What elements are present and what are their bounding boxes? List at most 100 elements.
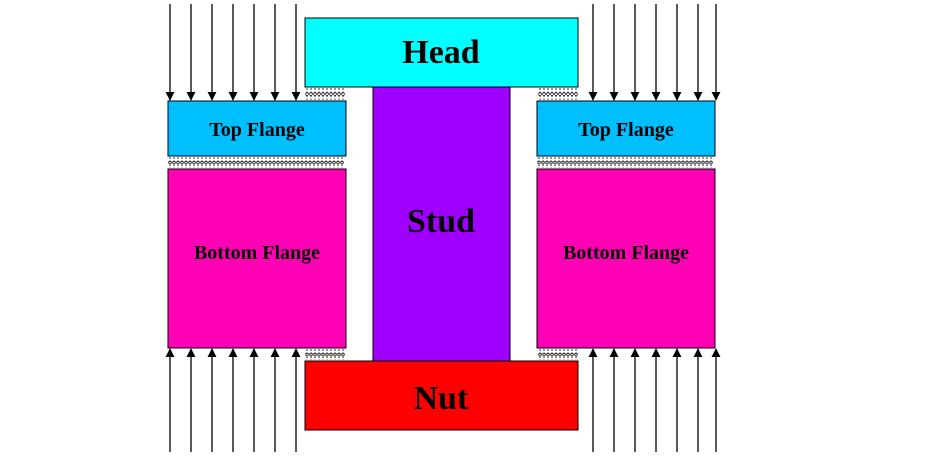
contact-spring-node	[212, 160, 216, 165]
contact-spring-node	[337, 92, 341, 96]
contact-spring-node	[341, 92, 345, 96]
contact-spring-node	[550, 92, 554, 96]
contact-spring-node	[605, 160, 609, 165]
contact-spring-node	[554, 92, 558, 96]
contact-spring-node	[705, 160, 709, 165]
contact-spring-node	[284, 160, 288, 165]
bottom-right-load-arrows	[588, 348, 721, 452]
bottom-flange-right	[536, 168, 716, 349]
contact-spring-node	[641, 160, 645, 165]
top-flange-right-label: Top Flange	[578, 119, 674, 141]
contact-spring-node	[573, 160, 577, 165]
contact-spring-node	[574, 92, 578, 96]
contact-spring-node	[329, 92, 333, 96]
bottom-flange-right-label: Bottom Flange	[563, 242, 689, 264]
contact-spring-node	[188, 160, 192, 165]
contact-spring-node	[325, 92, 329, 96]
contact-spring-node	[329, 352, 333, 357]
contact-spring-node	[562, 92, 566, 96]
contact-spring-node	[313, 92, 317, 96]
contact-spring-node	[581, 160, 585, 165]
contact-spring-node	[280, 160, 284, 165]
contact-spring-node	[204, 160, 208, 165]
contact-spring-node	[252, 160, 256, 165]
contact-spring-node	[337, 352, 341, 357]
contact-spring-node	[240, 160, 244, 165]
head-top-flange-left-contact	[305, 88, 345, 100]
contact-spring-node	[558, 352, 562, 357]
stud-label: Stud	[407, 203, 475, 240]
bottom-flange-left-label: Bottom Flange	[194, 242, 320, 264]
stud-block	[372, 86, 511, 362]
contact-spring-node	[677, 160, 681, 165]
contact-spring-node	[621, 160, 625, 165]
contact-spring-node	[561, 160, 565, 165]
nut-bottom-flange-right-contact	[538, 349, 578, 360]
contact-spring-node	[546, 352, 550, 357]
contact-spring-node	[653, 160, 657, 165]
contact-spring-node	[325, 352, 329, 357]
top-left-load-arrows	[165, 4, 301, 101]
contact-spring-node	[566, 92, 570, 96]
contact-spring-node	[316, 160, 320, 165]
flange-interface-left-contact	[168, 157, 344, 168]
contact-spring-node	[557, 160, 561, 165]
contact-spring-node	[701, 160, 705, 165]
contact-spring-node	[541, 160, 545, 165]
nut-bottom-flange-left-contact	[305, 349, 345, 360]
top-flange-left	[167, 100, 347, 157]
contact-spring-node	[597, 160, 601, 165]
contact-spring-node	[224, 160, 228, 165]
contact-spring-node	[633, 160, 637, 165]
contact-spring-node	[305, 92, 309, 96]
contact-spring-node	[321, 92, 325, 96]
contact-spring-node	[296, 160, 300, 165]
contact-spring-node	[542, 352, 546, 357]
contact-spring-node	[180, 160, 184, 165]
contact-spring-node	[220, 160, 224, 165]
contact-spring-node	[689, 160, 693, 165]
contact-spring-node	[545, 160, 549, 165]
contact-spring-node	[313, 352, 317, 357]
contact-spring-node	[645, 160, 649, 165]
contact-spring-node	[341, 352, 345, 357]
contact-spring-node	[332, 160, 336, 165]
contact-spring-node	[333, 92, 337, 96]
contact-spring-node	[637, 160, 641, 165]
contact-spring-node	[609, 160, 613, 165]
contact-spring-node	[305, 352, 309, 357]
contact-spring-node	[168, 160, 172, 165]
contact-spring-node	[308, 160, 312, 165]
contact-spring-node	[566, 352, 570, 357]
bottom-left-load-arrows	[165, 348, 301, 452]
top-right-load-arrows	[588, 4, 721, 101]
contact-spring-node	[673, 160, 677, 165]
contact-spring-node	[268, 160, 272, 165]
contact-spring-node	[309, 352, 313, 357]
head-top-flange-right-contact	[538, 88, 578, 100]
contact-spring-node	[613, 160, 617, 165]
contact-spring-node	[570, 92, 574, 96]
contact-spring-node	[601, 160, 605, 165]
contact-spring-node	[629, 160, 633, 165]
contact-spring-node	[554, 352, 558, 357]
contact-spring-node	[558, 92, 562, 96]
head-label: Head	[402, 34, 480, 71]
contact-spring-node	[320, 160, 324, 165]
flange-interface-right-contact	[537, 157, 713, 168]
contact-spring-node	[593, 160, 597, 165]
contact-spring-node	[625, 160, 629, 165]
bottom-flange-left	[167, 168, 347, 349]
contact-spring-node	[681, 160, 685, 165]
contact-spring-node	[256, 160, 260, 165]
contact-spring-node	[577, 160, 581, 165]
contact-spring-node	[196, 160, 200, 165]
contact-spring-node	[537, 160, 541, 165]
contact-spring-node	[661, 160, 665, 165]
contact-spring-node	[260, 160, 264, 165]
contact-spring-node	[697, 160, 701, 165]
contact-spring-node	[585, 160, 589, 165]
contact-spring-node	[336, 160, 340, 165]
